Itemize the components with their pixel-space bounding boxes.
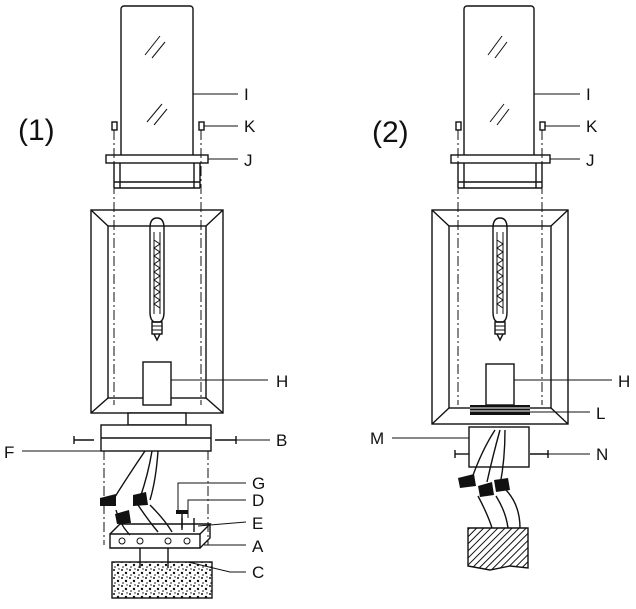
ring-bracket bbox=[105, 154, 209, 189]
wiring bbox=[100, 450, 173, 536]
wiring-2 bbox=[458, 429, 521, 529]
screw-k-left-2 bbox=[455, 121, 462, 131]
label-h: H bbox=[276, 372, 288, 391]
label-m: M bbox=[370, 429, 384, 448]
base-plate bbox=[100, 412, 212, 452]
lantern-housing-2 bbox=[431, 209, 569, 425]
step-1-number: (1) bbox=[18, 114, 55, 147]
screw-k-left bbox=[111, 121, 118, 131]
step-2: (2) I K J bbox=[370, 5, 630, 571]
wall-surface bbox=[467, 527, 529, 571]
socket bbox=[142, 361, 172, 406]
label-e: E bbox=[252, 514, 263, 533]
glass-diffuser-2 bbox=[463, 5, 535, 161]
label-i: I bbox=[244, 85, 249, 104]
label-h-2: H bbox=[618, 372, 630, 391]
edison-bulb-2 bbox=[492, 217, 508, 342]
label-j-2: J bbox=[586, 151, 595, 170]
socket-2 bbox=[485, 363, 515, 406]
label-d: D bbox=[252, 491, 264, 510]
screw-k-right bbox=[198, 121, 205, 131]
label-b: B bbox=[276, 431, 287, 450]
label-c: C bbox=[252, 563, 264, 582]
step-1: (1) I K J bbox=[4, 5, 288, 599]
label-k-2: K bbox=[586, 117, 598, 136]
glass-diffuser bbox=[120, 5, 194, 161]
label-g: G bbox=[252, 474, 265, 493]
label-n: N bbox=[596, 445, 608, 464]
ring-bracket-2 bbox=[450, 154, 551, 189]
label-l: L bbox=[596, 404, 605, 423]
label-j: J bbox=[244, 151, 253, 170]
threaded-ring bbox=[470, 405, 530, 415]
label-i-2: I bbox=[586, 85, 591, 104]
label-k: K bbox=[244, 117, 256, 136]
screw-k-right-2 bbox=[539, 121, 546, 131]
edison-bulb bbox=[149, 217, 165, 342]
mounting-surface bbox=[111, 561, 213, 599]
label-a: A bbox=[252, 537, 264, 556]
label-f: F bbox=[4, 443, 14, 462]
mounting-strap bbox=[109, 523, 212, 549]
step-2-number: (2) bbox=[372, 116, 409, 149]
